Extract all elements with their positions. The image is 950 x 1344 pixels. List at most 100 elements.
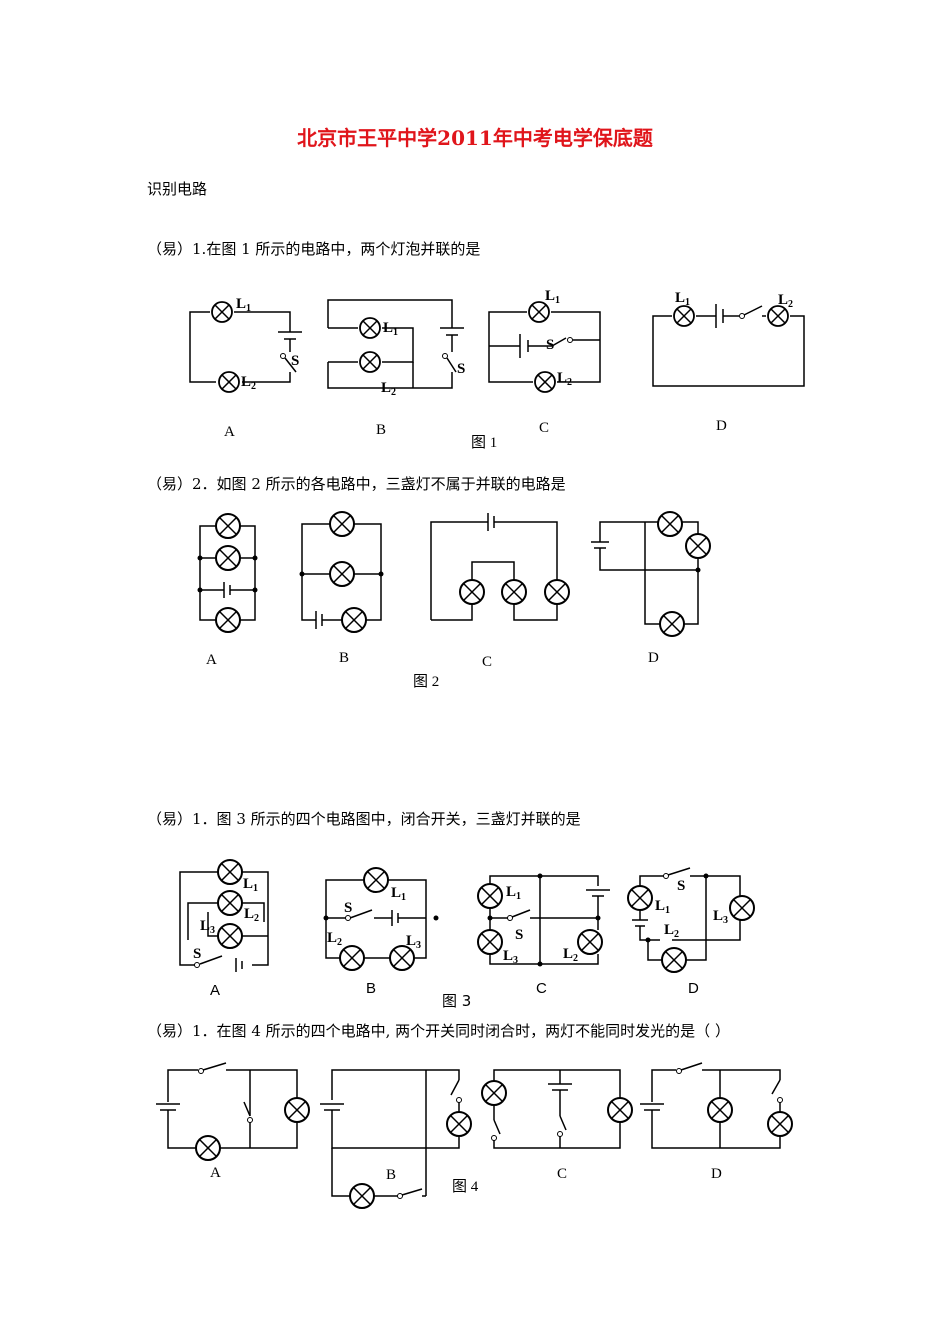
lamp-icon <box>767 1111 793 1137</box>
label-l2: L <box>241 374 251 390</box>
fig4-option-d: D <box>711 1166 722 1182</box>
label-sub3: 3 <box>723 915 728 926</box>
label-s: S <box>344 900 352 916</box>
fig4-circuit-b <box>320 1069 472 1209</box>
lamp-icon <box>477 883 503 909</box>
question-3: （易）1．图 3 所示的四个电路图中，闭合开关，三盏灯并联的是 <box>147 808 581 829</box>
fig4-circuit-c <box>481 1069 633 1149</box>
lamp-icon <box>501 579 527 605</box>
fig3-circuit-d <box>627 867 755 973</box>
svg-text:L1: L1 <box>383 320 398 338</box>
label-sub2: 2 <box>391 387 396 398</box>
lamp-icon <box>217 859 243 885</box>
svg-text:L2: L2 <box>778 292 793 310</box>
lamp-icon <box>389 945 415 971</box>
label-l2: L <box>557 370 567 386</box>
fig4-option-c: C <box>557 1166 568 1182</box>
label-l1: L <box>243 876 253 892</box>
lamp-icon <box>215 513 241 539</box>
fig2-circuit-d <box>591 511 711 637</box>
svg-text:L2: L2 <box>557 370 572 388</box>
lamp-icon <box>607 1097 633 1123</box>
fig1-caption: 图 1 <box>471 435 498 451</box>
svg-text:L3: L3 <box>713 908 728 926</box>
lamp-icon <box>363 867 389 893</box>
fig3-circuit-c <box>477 873 610 967</box>
fig2-circuit-b <box>299 511 384 633</box>
label-s: S <box>546 337 554 353</box>
question-2: （易）2．如图 2 所示的各电路中，三盏灯不属于并联的电路是 <box>147 473 566 494</box>
label-s: S <box>291 353 299 369</box>
fig3-option-c: C <box>536 980 547 997</box>
label-sub2: 2 <box>337 937 342 948</box>
question-2-text: 2．如图 2 所示的各电路中，三盏灯不属于并联的电路是 <box>192 475 566 493</box>
svg-text:L3: L3 <box>503 948 518 966</box>
label-l2: L <box>327 930 337 946</box>
fig1-circuit-b <box>327 299 464 389</box>
lamp-icon <box>215 545 241 571</box>
label-l3: L <box>406 933 416 949</box>
fig1-circuit-d <box>652 304 805 387</box>
question-4: （易）1．在图 4 所示的四个电路中, 两个开关同时闭合时，两灯不能同时发光的是… <box>147 1020 730 1041</box>
label-sub2: 2 <box>674 929 679 940</box>
label-sub2: 2 <box>567 377 572 388</box>
label-sub1: 1 <box>516 891 521 902</box>
label-l1: L <box>545 288 555 304</box>
label-l2: L <box>381 380 391 396</box>
label-sub1: 1 <box>685 297 690 308</box>
fig1-circuit-c <box>488 301 601 393</box>
lamp-icon <box>359 351 381 373</box>
fig2-caption: 图 2 <box>413 674 440 690</box>
fig2-option-b: B <box>339 650 350 666</box>
question-3-text: 1．图 3 所示的四个电路图中，闭合开关，三盏灯并联的是 <box>192 810 581 828</box>
label-l1: L <box>236 296 246 312</box>
fig2-circuit-c <box>430 513 570 621</box>
lamp-icon <box>577 929 603 955</box>
label-sub1: 1 <box>253 883 258 894</box>
fig2-option-a: A <box>206 652 217 668</box>
lamp-icon <box>349 1183 375 1209</box>
label-s: S <box>677 878 685 894</box>
fig3-option-a: A <box>210 982 221 999</box>
fig3-circuit-a <box>179 859 269 972</box>
label-l2: L <box>244 906 254 922</box>
lamp-icon <box>215 607 241 633</box>
fig4-option-b: B <box>386 1167 397 1183</box>
label-sub2: 2 <box>573 953 578 964</box>
svg-text:L1: L1 <box>391 885 406 903</box>
lamp-icon <box>673 305 695 327</box>
lamp-icon <box>477 929 503 955</box>
question-4-prefix: （易） <box>147 1022 193 1040</box>
lamp-icon <box>657 511 683 537</box>
fig1-option-a: A <box>224 424 235 440</box>
label-sub1: 1 <box>665 905 670 916</box>
label-l1: L <box>391 885 401 901</box>
lamp-icon <box>341 607 367 633</box>
svg-text:L1: L1 <box>236 296 251 314</box>
question-2-prefix: （易） <box>147 475 193 493</box>
lamp-icon <box>729 895 755 921</box>
fig2-circuit-a <box>197 513 258 633</box>
lamp-icon <box>659 611 685 637</box>
lamp-icon <box>217 890 243 916</box>
fig4-option-a: A <box>210 1165 221 1181</box>
lamp-icon <box>528 301 550 323</box>
fig4-caption: 图 4 <box>452 1179 479 1195</box>
svg-text:L1: L1 <box>243 876 258 894</box>
lamp-icon <box>459 579 485 605</box>
fig1-circuit-a <box>189 301 302 393</box>
label-l1: L <box>383 320 393 336</box>
lamp-icon <box>544 579 570 605</box>
fig1-option-c: C <box>539 420 550 436</box>
lamp-icon <box>218 371 240 393</box>
label-l3: L <box>200 918 210 934</box>
lamp-icon <box>767 305 789 327</box>
label-l2: L <box>778 292 788 308</box>
label-sub2: 2 <box>254 913 259 924</box>
svg-text:L2: L2 <box>327 930 342 948</box>
question-4-text: 1．在图 4 所示的四个电路中, 两个开关同时闭合时，两灯不能同时发光的是（ ） <box>192 1022 730 1040</box>
fig1-option-d: D <box>716 418 727 434</box>
lamp-icon <box>685 533 711 559</box>
label-sub2: 2 <box>251 381 256 392</box>
